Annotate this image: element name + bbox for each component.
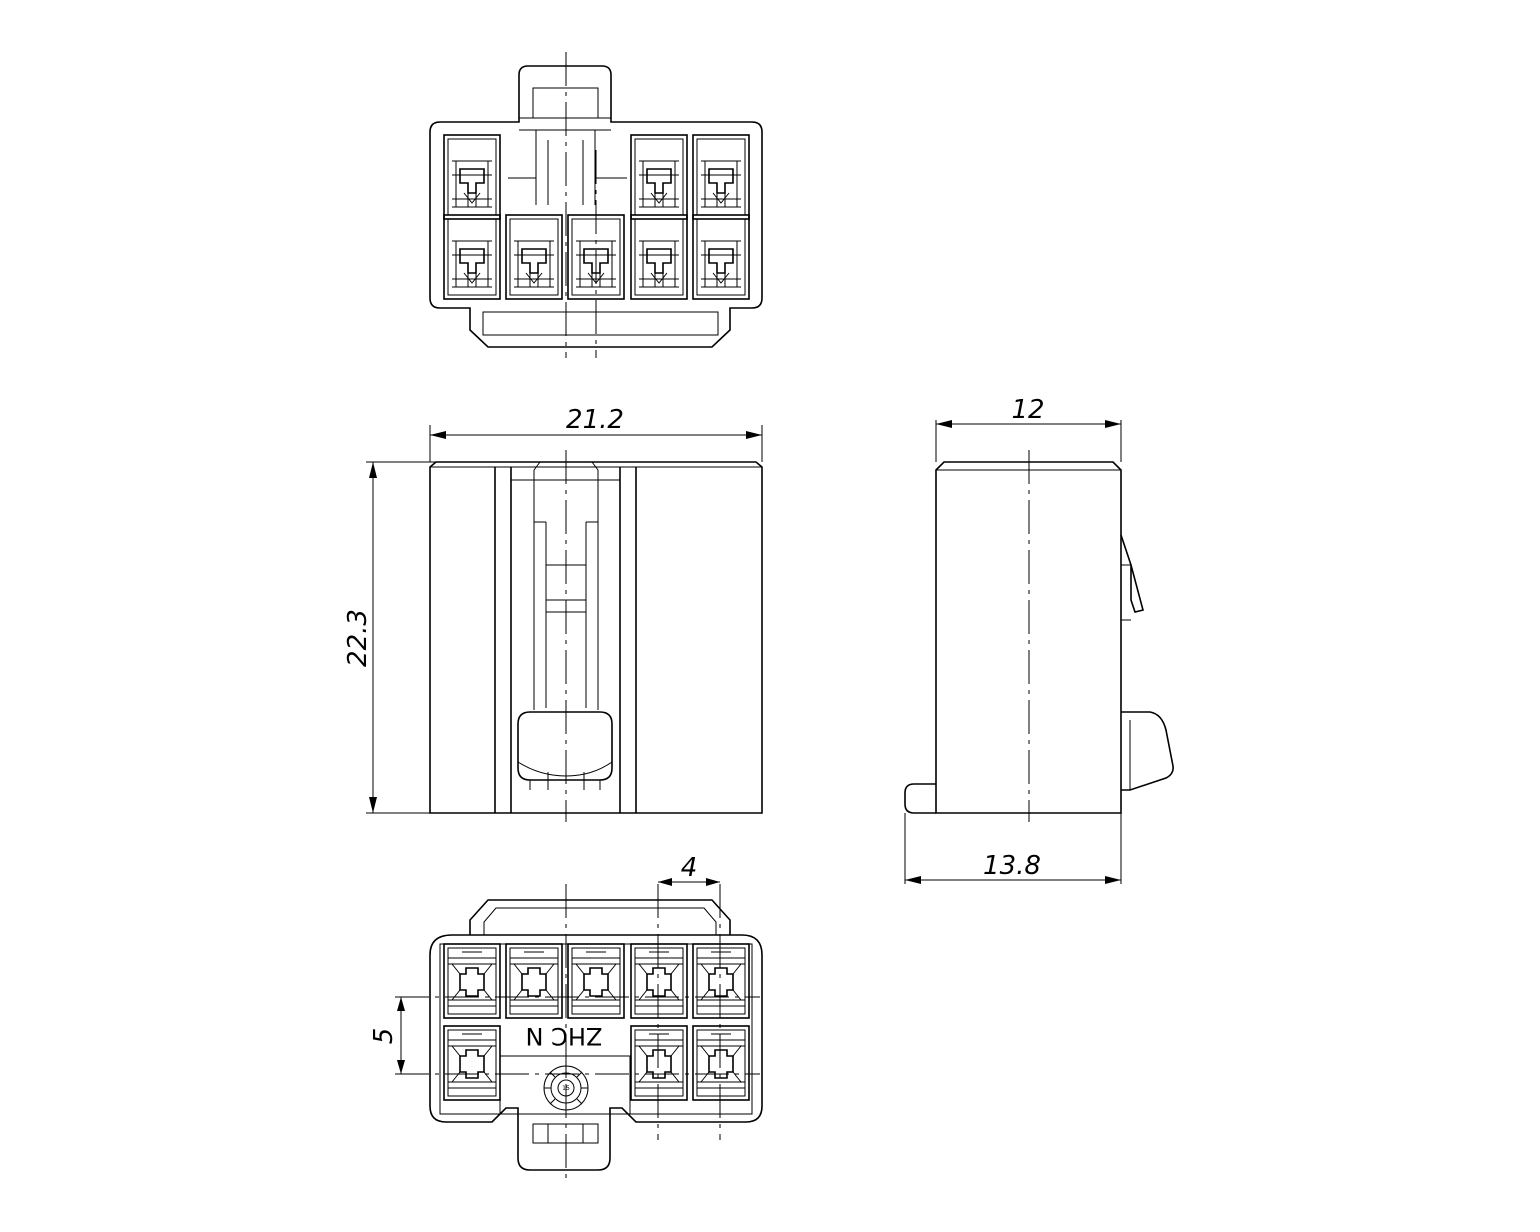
top-cavity-4: [443, 214, 501, 300]
top-cavity-7: [630, 214, 688, 300]
dim-side-width-top: 12: [935, 395, 1122, 462]
dim-side-width-top-label: 12: [1011, 395, 1044, 425]
bottom-cavity-2: [505, 943, 563, 1019]
dim-front-height: 22.3: [343, 461, 436, 814]
top-cavity-8: [692, 214, 750, 300]
top-cavity-1: [443, 134, 501, 220]
dim-front-width-label: 21.2: [566, 405, 624, 435]
dim-pitch-horizontal: 4: [658, 853, 720, 886]
dim-pitch-vertical: 5: [369, 997, 405, 1074]
dim-pitch-horizontal-label: 4: [681, 853, 698, 883]
bottom-view: ZHC N 15: [395, 884, 763, 1182]
dim-side-width-bottom-label: 13.8: [983, 851, 1041, 881]
bottom-cavity-3: [567, 943, 625, 1019]
dim-front-height-label: 22.3: [343, 609, 373, 667]
brand-marking: ZHC N: [526, 1022, 603, 1050]
bottom-cavity-4: [630, 943, 688, 1019]
bottom-cavity-5: [692, 943, 750, 1019]
bottom-cavity-6: [443, 1025, 501, 1101]
dim-pitch-vertical-label: 5: [369, 1028, 399, 1045]
top-cavity-5: [505, 214, 563, 300]
bottom-cavity-7: [630, 1025, 688, 1101]
front-view: [429, 450, 763, 822]
dim-front-width: 21.2: [429, 405, 763, 462]
bottom-cavity-1: [443, 943, 501, 1019]
bottom-cavity-8: [692, 1025, 750, 1101]
dim-side-width-bottom: 13.8: [904, 813, 1122, 884]
top-cavity-3: [692, 134, 750, 220]
side-view: [904, 450, 1174, 822]
top-view: [429, 52, 763, 358]
top-cavity-2: [630, 134, 688, 220]
